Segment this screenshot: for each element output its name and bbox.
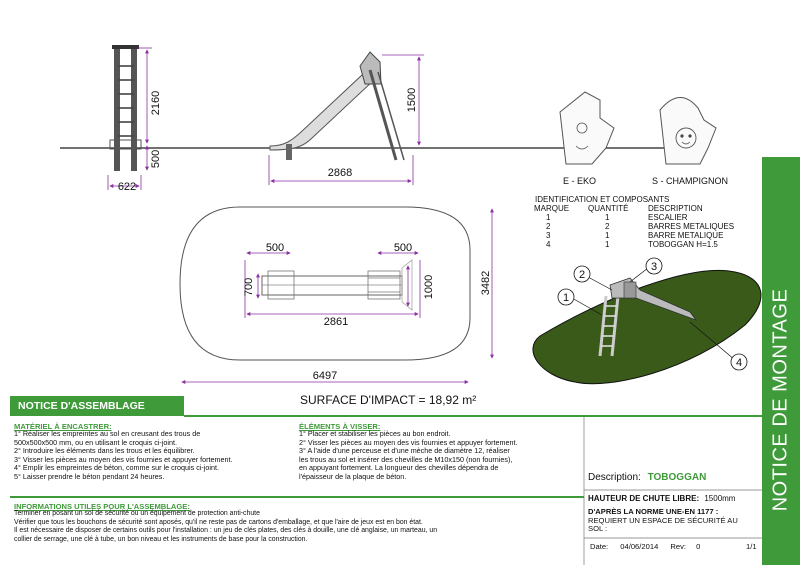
info-line: Vérifier que tous les bouchons de sécuri… xyxy=(14,518,423,526)
eko-panel xyxy=(559,91,615,165)
revision-row: Date: 04/06/2014 Rev: 0 xyxy=(590,542,700,551)
date-value: 04/06/2014 xyxy=(620,542,659,551)
fall-height-row: HAUTEUR DE CHUTE LIBRE: 1500mm xyxy=(588,494,735,503)
screw-title: ÉLÉMENTS À VISSER: xyxy=(299,422,381,431)
dim-plan-width-right-label: 500 xyxy=(394,242,412,254)
materials-text: 1° Réaliser les empreintes au sol en cre… xyxy=(14,429,233,482)
dim-slide-length-label: 2868 xyxy=(328,167,352,179)
callout-lines xyxy=(571,267,736,361)
dim-zone-width-label: 3482 xyxy=(480,271,492,295)
callout-3-label: 3 xyxy=(651,261,657,273)
components-header-desc: DESCRIPTION xyxy=(648,204,703,213)
dim-slide-height-label: 1500 xyxy=(406,88,418,112)
impact-surface: SURFACE D'IMPACT = 18,92 m² xyxy=(300,393,477,407)
info-line: Il est nécessaire de disposer de certain… xyxy=(14,527,438,535)
champignon-label: S - CHAMPIGNON xyxy=(652,176,729,186)
dim-ladder-width: 622 xyxy=(107,175,142,193)
screw-line: 2° Visser les pièces au moyen des vis fo… xyxy=(299,437,518,447)
dim-slide-length: 2868 xyxy=(268,155,414,185)
materials-line: 4° Emplir les empreintes de béton, comme… xyxy=(14,463,220,473)
info-title: INFORMATIONS UTILES POUR L'ASSEMBLAGE: xyxy=(14,502,190,511)
callout-1 xyxy=(557,288,575,306)
plan-view xyxy=(179,206,471,361)
components-header-qty: QUANTITÉ xyxy=(588,204,629,213)
rev-label: Rev: xyxy=(670,542,687,551)
component-row-3-qty: 1 xyxy=(605,231,610,240)
norm-text-2: SOL : xyxy=(588,524,608,533)
component-row-1-desc: ESCALIER xyxy=(648,213,688,222)
norm-label: D'APRÈS LA NORME UNE-EN 1177 : xyxy=(588,507,719,516)
components-title: IDENTIFICATION ET COMPOSANTS xyxy=(535,195,670,204)
assembly-header: NOTICE D'ASSEMBLAGE xyxy=(10,396,184,416)
info-rule xyxy=(10,496,584,498)
rev-value: 0 xyxy=(696,542,701,551)
side-title: NOTICE DE MONTAGE xyxy=(769,288,792,512)
description-label: Description: xyxy=(588,472,641,483)
info-line: collier de serrage, une clé à tube, un b… xyxy=(14,535,308,543)
callout-2 xyxy=(573,265,591,283)
component-row-3-desc: BARRE METALIQUE xyxy=(648,231,724,240)
component-row-2-desc: BARRES METALIQUES xyxy=(648,222,735,231)
materials-line: 1° Réaliser les empreintes au sol en cre… xyxy=(14,429,201,438)
title-block-frame xyxy=(583,416,762,565)
screw-line: 1° Placer et stabiliser les pièces au bo… xyxy=(299,429,451,438)
screw-line: l'épaisseur de la plaque de béton. xyxy=(299,471,407,481)
norm-block: D'APRÈS LA NORME UNE-EN 1177 : REQUIERT … xyxy=(588,507,738,534)
materials-line: 500x500x500 mm, ou en utilisant le croqu… xyxy=(14,437,178,447)
component-row-1-qty: 1 xyxy=(605,213,610,222)
screw-line: les trous au sol et insérer des cheville… xyxy=(299,454,513,464)
materials-title: MATÉRIEL À ENCASTRER: xyxy=(14,422,112,431)
description-row: Description: TOBOGGAN xyxy=(588,472,706,483)
screw-text: 1° Placer et stabiliser les pièces au bo… xyxy=(299,429,518,482)
info-line: Terminer en posant un sol de sécurité ou… xyxy=(14,510,260,517)
component-row-4-desc: TOBOGGAN H=1.5 xyxy=(648,240,718,249)
screw-line: en appuyant fortement. La longueur des c… xyxy=(299,463,499,473)
dim-plan-depth-left-label: 700 xyxy=(243,278,255,296)
dim-plan-depth-right-label: 1000 xyxy=(423,275,435,299)
dim-plan xyxy=(181,208,494,384)
screw-line: 3° A l'aide d'une perceuse et d'une mèch… xyxy=(299,446,510,456)
callout-1-label: 1 xyxy=(563,292,569,304)
component-row-2-qty: 2 xyxy=(605,222,610,231)
norm-text: REQUIERT UN ESPACE DE SÉCURITÉ AU xyxy=(588,515,738,525)
component-row-3-mark: 3 xyxy=(546,231,551,240)
callout-2-label: 2 xyxy=(579,269,585,281)
callout-3 xyxy=(645,257,663,275)
dim-plan-width-left-label: 500 xyxy=(266,242,284,254)
champignon-panel xyxy=(659,97,717,165)
component-row-4-qty: 1 xyxy=(605,240,610,249)
side-title-bar xyxy=(762,157,800,565)
dim-slide-height: 1500 xyxy=(382,54,424,146)
callout-4 xyxy=(730,353,748,371)
header-rule xyxy=(184,415,762,417)
dim-ladder-depth-label: 500 xyxy=(150,150,162,168)
eko-label: E - EKO xyxy=(563,176,597,186)
component-row-4-mark: 4 xyxy=(546,240,551,249)
description-value: TOBOGGAN xyxy=(647,472,707,483)
fall-height-value: 1500mm xyxy=(704,494,736,503)
dim-ladder-height: 2160 500 xyxy=(138,47,162,171)
callout-4-label: 4 xyxy=(736,357,742,369)
component-row-2-mark: 2 xyxy=(546,222,551,231)
page-number: 1/1 xyxy=(746,542,757,551)
slide-elevation xyxy=(269,51,405,161)
info-text: Terminer en posant un sol de sécurité ou… xyxy=(14,510,437,544)
component-row-1-mark: 1 xyxy=(546,213,551,222)
components-header-mark: MARQUE xyxy=(534,204,570,213)
dim-ladder-width-label: 622 xyxy=(118,181,136,193)
isometric-view xyxy=(532,269,762,385)
dim-zone-length-label: 6497 xyxy=(313,370,337,382)
materials-line: 5° Laisser prendre le béton pendant 24 h… xyxy=(14,471,165,481)
materials-line: 3° Visser les pièces au moyen des vis fo… xyxy=(14,454,233,464)
dim-ladder-height-label: 2160 xyxy=(150,91,162,115)
materials-line: 2° Introduire les éléments dans les trou… xyxy=(14,446,195,456)
fall-height-label: HAUTEUR DE CHUTE LIBRE: xyxy=(588,494,700,503)
dim-plan-length-label: 2861 xyxy=(324,316,348,328)
date-label: Date: xyxy=(590,542,609,551)
